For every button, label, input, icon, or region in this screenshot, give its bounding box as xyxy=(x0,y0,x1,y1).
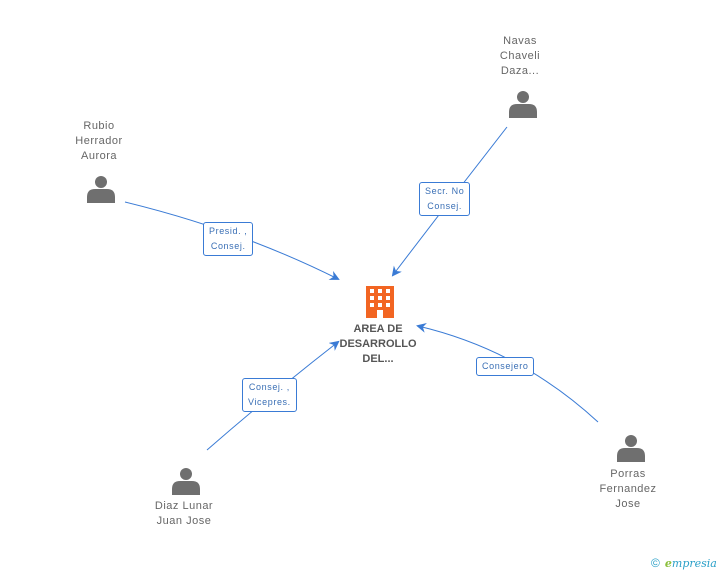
person-name-line: Herrador xyxy=(75,135,123,147)
role-line: Consej. , xyxy=(248,382,290,392)
role-label-navas: Secr. No Consej. xyxy=(419,182,471,216)
person-name-line: Chaveli xyxy=(499,50,541,62)
person-name-line: Daza... xyxy=(500,65,540,77)
role-line: Secr. No xyxy=(425,186,465,196)
footer-brand[interactable]: © empresia xyxy=(651,556,717,570)
person-name-rubio[interactable]: Rubio Herrador Aurora xyxy=(75,119,122,164)
role-line: Vicepres. xyxy=(248,397,291,407)
person-name-line: Juan Jose xyxy=(156,515,212,527)
person-icon xyxy=(509,91,537,118)
person-name-line: Jose xyxy=(615,498,641,510)
role-label-rubio: Presid. , Consej. xyxy=(203,222,254,256)
person-name-line: Navas xyxy=(503,35,537,47)
person-name-line: Fernandez xyxy=(599,483,657,495)
brand-logo: empresia xyxy=(664,557,717,570)
person-name-diaz[interactable]: Diaz Lunar Juan Jose xyxy=(155,499,213,529)
role-line: Presid. , xyxy=(209,226,248,236)
role-label-porras: Consejero xyxy=(476,357,535,376)
company-name-line: AREA DE xyxy=(353,323,403,335)
person-name-line: Porras xyxy=(610,468,646,480)
person-name-line: Rubio xyxy=(83,120,115,132)
person-icon xyxy=(87,176,115,203)
person-name-line: Aurora xyxy=(80,150,118,162)
person-icon xyxy=(617,435,645,462)
company-name-line: DESARROLLO xyxy=(339,338,417,350)
person-icon xyxy=(172,468,200,495)
person-name-navas[interactable]: Navas Chaveli Daza... xyxy=(500,34,540,79)
role-label-diaz: Consej. , Vicepres. xyxy=(242,378,297,412)
role-line: Consejero xyxy=(482,361,529,371)
building-icon xyxy=(366,286,394,318)
copyright-icon: © xyxy=(651,556,660,570)
role-line: Consej. xyxy=(427,201,463,211)
role-line: Consej. xyxy=(210,241,246,251)
person-name-line: Diaz Lunar xyxy=(154,500,214,512)
person-name-porras[interactable]: Porras Fernandez Jose xyxy=(599,467,656,512)
company-name[interactable]: AREA DE DESARROLLO DEL... xyxy=(340,322,417,367)
company-name-line: DEL... xyxy=(362,353,394,365)
